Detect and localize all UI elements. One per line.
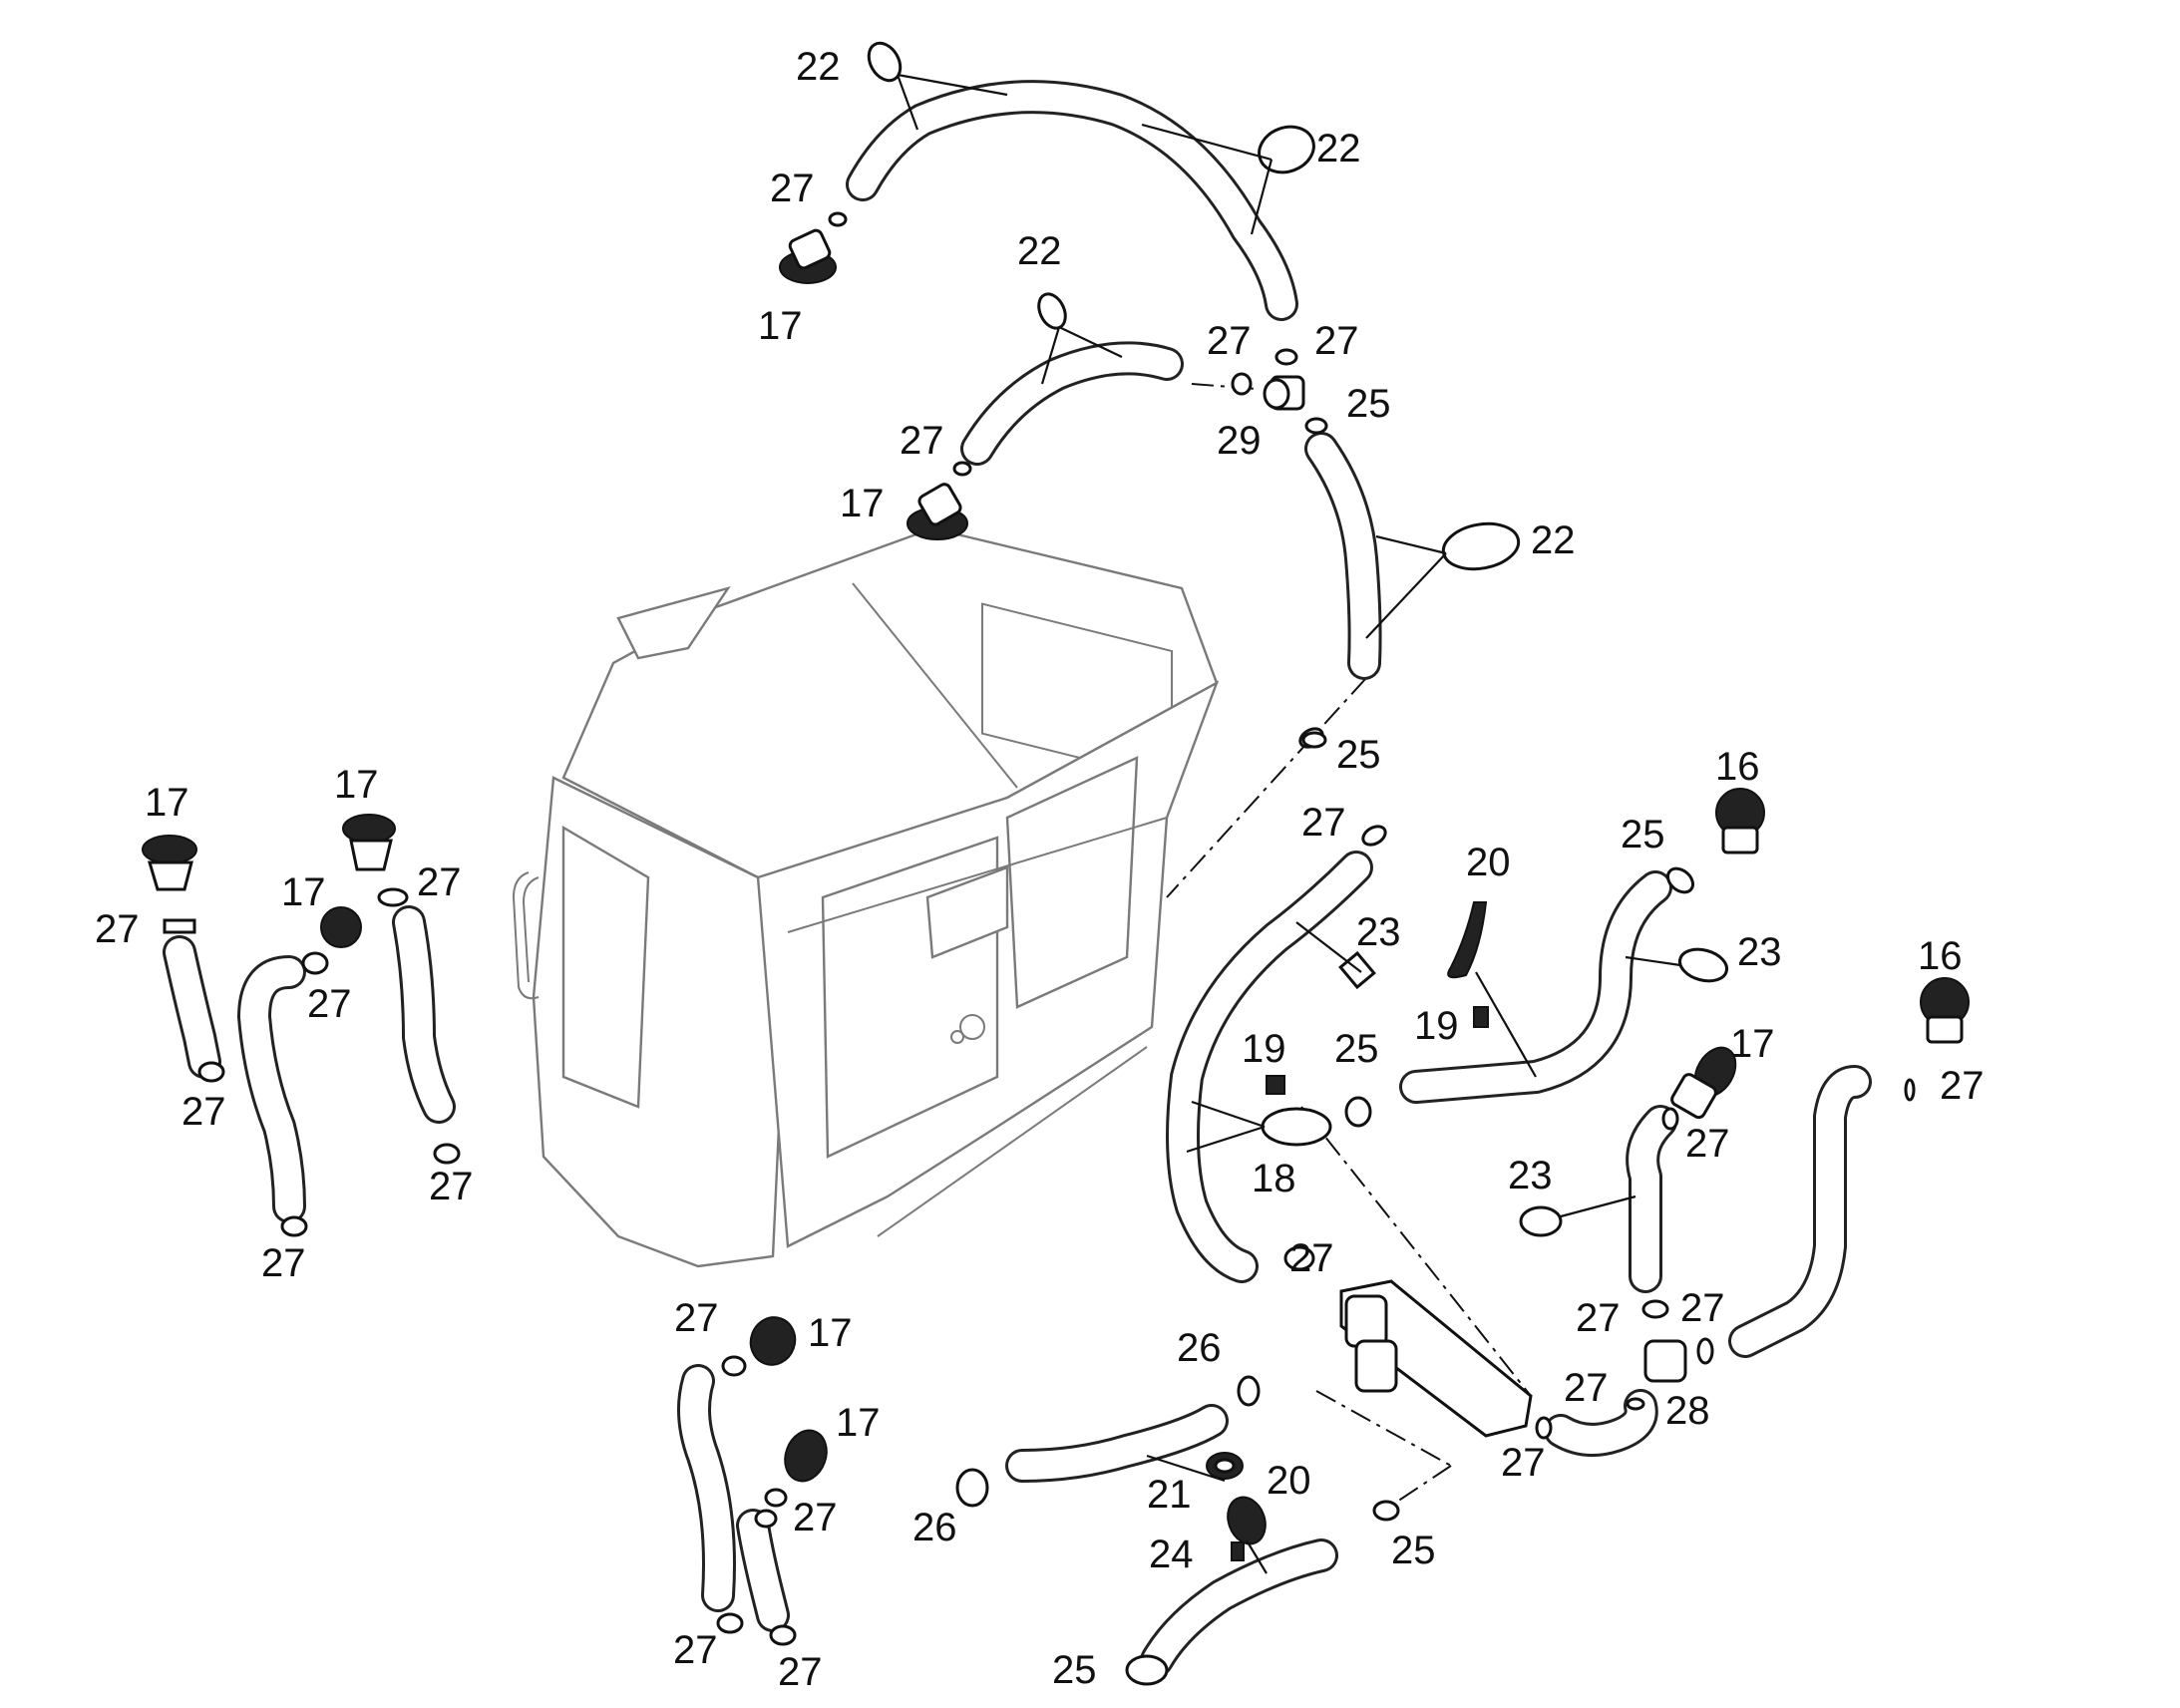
label-27: 27 (778, 1650, 823, 1694)
cab-frame (512, 526, 1220, 1268)
label-24: 24 (1149, 1533, 1194, 1576)
label-27: 27 (182, 1090, 226, 1134)
label-27: 27 (674, 1296, 719, 1340)
hose-center-long (1166, 851, 1373, 1283)
label-17: 17 (836, 1401, 881, 1445)
hose-left-2 (237, 955, 306, 1223)
label-27: 27 (673, 1628, 718, 1672)
hose-top-long (846, 80, 1298, 321)
label-27: 27 (1564, 1366, 1609, 1410)
label-25: 25 (1336, 733, 1381, 777)
hose-lower-center (1005, 1404, 1229, 1483)
label-17: 17 (1730, 1022, 1775, 1066)
label-17: 17 (808, 1311, 853, 1355)
label-19: 19 (1414, 1004, 1459, 1048)
label-27: 27 (1301, 801, 1346, 845)
hose-left-3 (392, 905, 456, 1124)
part-labels: 22 22 22 22 27 17 27 27 25 29 27 17 25 1… (95, 45, 1985, 1694)
label-27: 27 (307, 982, 352, 1026)
label-22: 22 (1017, 229, 1062, 273)
label-27: 27 (1314, 319, 1359, 363)
label-26: 26 (1177, 1326, 1222, 1370)
label-27: 27 (900, 419, 944, 463)
label-27: 27 (429, 1165, 474, 1208)
label-25: 25 (1346, 382, 1391, 426)
label-25: 25 (1621, 813, 1665, 856)
label-18: 18 (1252, 1157, 1296, 1200)
label-27: 27 (793, 1496, 838, 1539)
label-27: 27 (770, 167, 815, 210)
label-27: 27 (1576, 1296, 1621, 1340)
label-27: 27 (1501, 1441, 1546, 1485)
label-23: 23 (1737, 930, 1782, 974)
label-26: 26 (912, 1506, 957, 1549)
fittings (142, 41, 1970, 1686)
hose-top-middle (960, 341, 1184, 466)
label-17: 17 (145, 781, 189, 825)
label-27: 27 (417, 860, 462, 904)
hose-right-curved (1399, 870, 1672, 1104)
label-23: 23 (1356, 910, 1401, 954)
label-25: 25 (1391, 1529, 1436, 1572)
hose-bottom-left-1 (677, 1364, 736, 1612)
label-17: 17 (840, 482, 885, 525)
label-21: 21 (1147, 1473, 1192, 1517)
hose-right-vertical-small (1626, 1105, 1677, 1293)
hose-far-right (1728, 1065, 1872, 1358)
hose-left-1 (163, 935, 221, 1079)
label-27: 27 (1685, 1122, 1730, 1166)
label-17: 17 (758, 304, 803, 348)
label-27: 27 (1940, 1064, 1985, 1108)
label-25: 25 (1052, 1648, 1097, 1692)
label-22: 22 (796, 45, 841, 89)
label-16: 16 (1715, 745, 1760, 789)
hose-lower-elbow (1544, 1389, 1658, 1457)
hose-bottom (1140, 1538, 1338, 1677)
label-22: 22 (1316, 127, 1361, 171)
label-20: 20 (1466, 841, 1511, 884)
label-27: 27 (95, 907, 140, 951)
label-22: 22 (1531, 518, 1576, 562)
leader-lines (896, 73, 1681, 1574)
label-27: 27 (1680, 1286, 1725, 1330)
label-28: 28 (1665, 1389, 1710, 1433)
label-23: 23 (1508, 1154, 1553, 1197)
label-17: 17 (334, 763, 379, 807)
label-17: 17 (281, 870, 326, 914)
label-20: 20 (1267, 1459, 1311, 1503)
label-27: 27 (1289, 1236, 1334, 1280)
label-19: 19 (1242, 1027, 1286, 1071)
label-16: 16 (1918, 934, 1963, 978)
hose-right-vertical (1304, 432, 1382, 680)
label-27: 27 (1207, 319, 1252, 363)
hose-bottom-left-2 (736, 1509, 790, 1632)
label-29: 29 (1217, 419, 1262, 463)
label-27: 27 (261, 1241, 306, 1285)
label-25: 25 (1334, 1027, 1379, 1071)
